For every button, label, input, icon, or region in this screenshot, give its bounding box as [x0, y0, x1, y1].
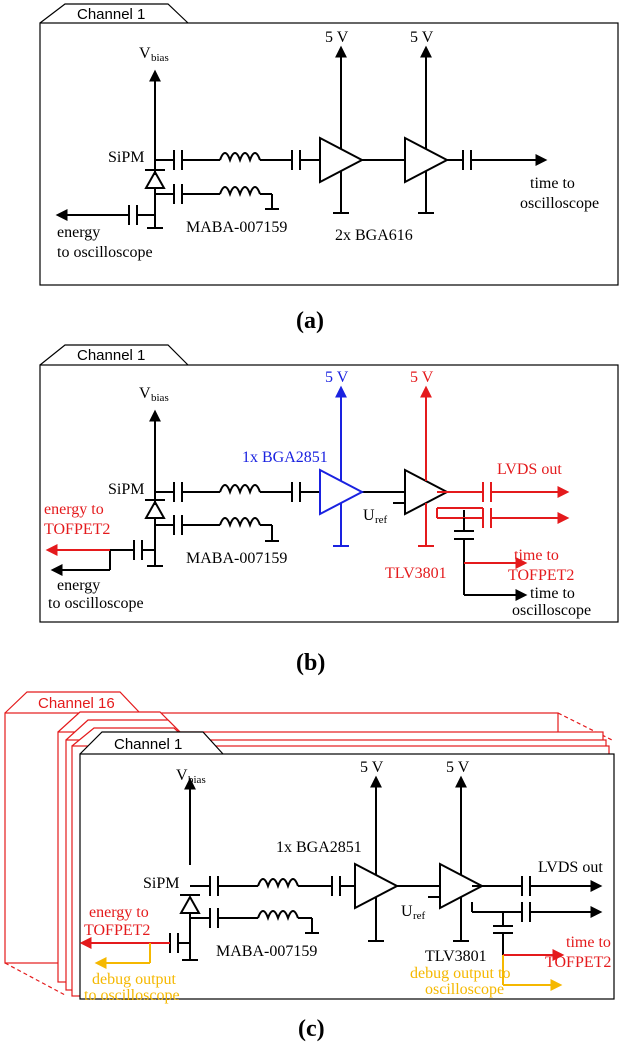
uref-label: U — [401, 903, 413, 920]
time-label-line2: oscilloscope — [520, 195, 599, 212]
lvds-label: LVDS out — [497, 461, 562, 478]
vbias-label: V — [176, 767, 188, 784]
uref-subscript: ref — [413, 910, 426, 922]
tlv-label: TLV3801 — [425, 948, 487, 965]
energy-black-line1: energy — [57, 577, 100, 594]
vbias-subscript: bias — [151, 392, 169, 404]
inductor-icon — [219, 152, 261, 163]
channel-box — [39, 22, 619, 286]
channel-tab — [39, 3, 189, 24]
time-black-line2: oscilloscope — [512, 602, 591, 619]
energy-red-line1: energy to — [44, 501, 104, 518]
energy-red-line2: TOFPET2 — [44, 521, 110, 538]
time-red-line2: TOFPET2 — [545, 954, 611, 971]
debug-right-line2: oscilloscope — [425, 981, 504, 998]
panel-a-labels: Channel 1 V bias SiPM MABA-007159 energy… — [57, 6, 599, 334]
uref-subscript: ref — [375, 514, 388, 526]
energy-red-line2: TOFPET2 — [84, 922, 150, 939]
energy-label-line2: to oscilloscope — [57, 244, 153, 261]
vbias-label: V — [139, 385, 151, 402]
amplifier-label: 1x BGA2851 — [242, 449, 328, 466]
panel-a — [39, 3, 619, 286]
uref-label: U — [363, 507, 375, 524]
debug-right-line1: debug output to — [410, 965, 510, 982]
maba-label: MABA-007159 — [186, 550, 287, 567]
supply-label-blue: 5 V — [325, 369, 349, 386]
channel-tab-label: Channel 1 — [77, 347, 145, 364]
time-black-line1: time to — [530, 585, 575, 602]
channel-box — [79, 753, 615, 1000]
panel-b-red — [45, 385, 570, 569]
caption-b: (b) — [296, 650, 325, 676]
channel-16-tab-label: Channel 16 — [38, 695, 115, 712]
tlv-label: TLV3801 — [385, 565, 447, 582]
supply-label-1: 5 V — [325, 29, 349, 46]
panel-b-blue — [319, 385, 365, 547]
channel-tab — [39, 344, 189, 366]
caption-a: (a) — [296, 308, 324, 334]
inductor-icon — [219, 517, 261, 528]
panel-c-orange — [94, 943, 563, 991]
amplifier-label: 1x BGA2851 — [276, 839, 362, 856]
panel-b — [39, 344, 619, 623]
vbias-subscript: bias — [188, 774, 206, 786]
panel-c-labels: Channel 16 Channel 1 V bias SiPM MABA-00… — [38, 695, 611, 1042]
energy-label-line1: energy — [57, 224, 100, 241]
vbias-subscript: bias — [151, 52, 169, 64]
sipm-label: SiPM — [108, 149, 144, 166]
time-red-line1: time to — [566, 934, 611, 951]
panel-c-red — [79, 937, 565, 961]
supply-label-2: 5 V — [410, 29, 434, 46]
vbias-label: V — [139, 45, 151, 62]
channel-box — [39, 364, 619, 623]
energy-red-line1: energy to — [89, 904, 149, 921]
caption-c: (c) — [298, 1016, 325, 1042]
supply-label-red: 5 V — [410, 369, 434, 386]
inductor-icon — [219, 186, 261, 197]
inductor-icon — [219, 484, 261, 495]
channel-16-tab — [4, 691, 141, 714]
maba-label: MABA-007159 — [216, 943, 317, 960]
panel-b-labels: Channel 1 V bias SiPM MABA-007159 1x BGA… — [44, 347, 591, 676]
time-red-line1: time to — [514, 547, 559, 564]
amplifier-label: 2x BGA616 — [335, 227, 413, 244]
energy-black-line2: to oscilloscope — [48, 595, 144, 612]
channel-tab — [79, 731, 224, 755]
time-red-line2: TOFPET2 — [508, 567, 574, 584]
supply-label-1: 5 V — [360, 759, 384, 776]
channel-tab-label: Channel 1 — [114, 736, 182, 753]
debug-left-line2: to oscilloscope — [84, 987, 180, 1004]
inductor-icon — [257, 910, 299, 921]
maba-label: MABA-007159 — [186, 219, 287, 236]
channel-tab-label: Channel 1 — [77, 6, 145, 23]
supply-label-2: 5 V — [446, 759, 470, 776]
debug-left-line1: debug output — [92, 971, 177, 988]
sipm-label: SiPM — [108, 481, 144, 498]
time-label-line1: time to — [530, 175, 575, 192]
sipm-label: SiPM — [143, 875, 179, 892]
lvds-label: LVDS out — [538, 859, 603, 876]
inductor-icon — [257, 878, 299, 889]
panel-c — [79, 731, 615, 1000]
